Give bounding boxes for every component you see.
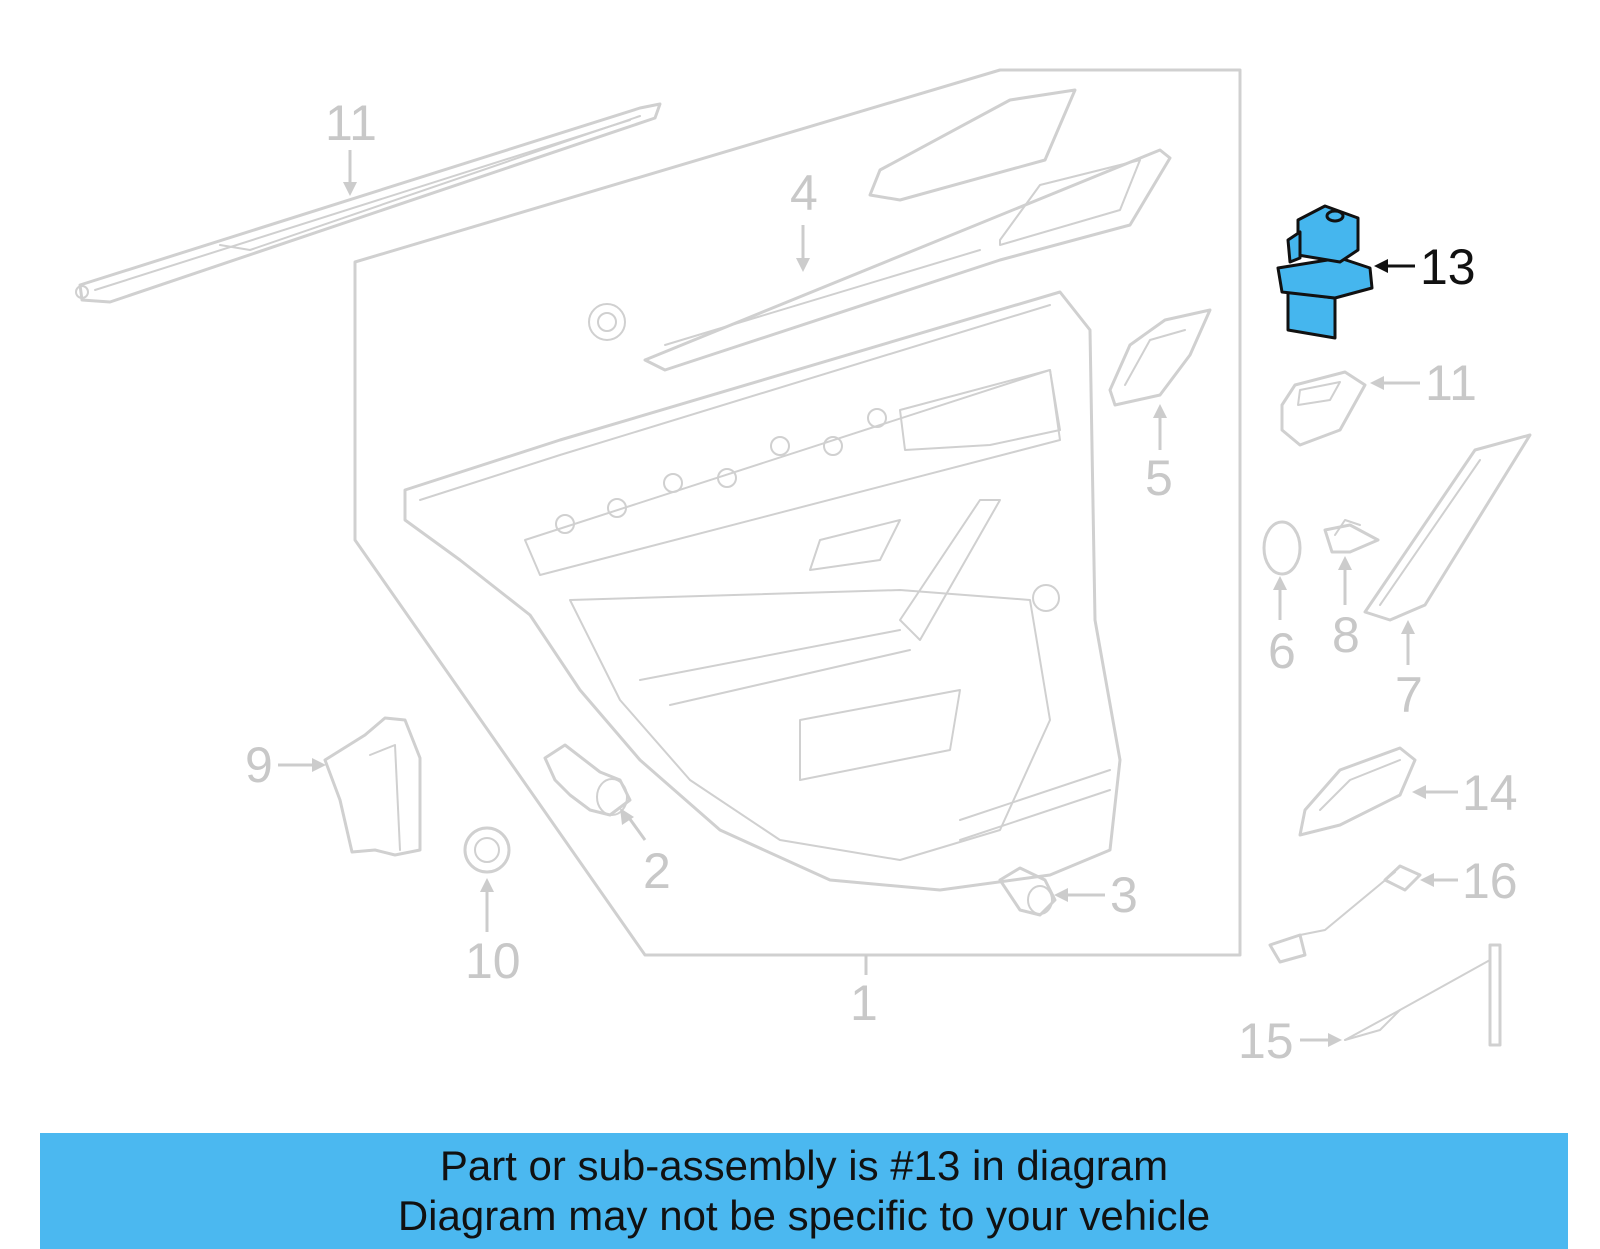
callout-4: 4: [790, 165, 818, 272]
part-13-window-switch[interactable]: [1276, 204, 1374, 340]
svg-text:2: 2: [643, 843, 671, 899]
part-11-switch-bezel[interactable]: [1280, 370, 1367, 447]
svg-text:16: 16: [1462, 853, 1518, 909]
callout-8: 8: [1332, 556, 1360, 663]
callout-7: 7: [1395, 620, 1423, 723]
callout-10: 10: [465, 878, 521, 989]
callout-13: 13: [1374, 239, 1476, 295]
callout-11: 11: [1370, 355, 1477, 411]
part-15-wiring-harness[interactable]: [1344, 943, 1502, 1047]
part-2-clip-fastener[interactable]: [543, 743, 632, 817]
svg-text:3: 3: [1110, 867, 1138, 923]
svg-text:11: 11: [1425, 355, 1477, 411]
part-14-courtesy-lamp[interactable]: [1298, 746, 1417, 837]
part-7-trim-strip[interactable]: [1363, 433, 1532, 622]
part-8-clip[interactable]: [1323, 519, 1380, 554]
part-9-bracket[interactable]: [323, 716, 422, 857]
svg-text:10: 10: [465, 933, 521, 989]
callout-2: 2: [620, 808, 671, 899]
svg-text:7: 7: [1395, 667, 1423, 723]
callout-15: 15: [1238, 1013, 1342, 1069]
callout-9: 9: [245, 737, 326, 793]
svg-text:5: 5: [1145, 450, 1173, 506]
callout-5: 5: [1145, 404, 1173, 506]
svg-text:15: 15: [1238, 1013, 1294, 1069]
svg-text:13: 13: [1420, 239, 1476, 295]
callout-1: 1: [850, 955, 878, 1031]
banner-line-part-number: Part or sub-assembly is #13 in diagram: [439, 1142, 1169, 1189]
part-5-speaker-cover[interactable]: [1108, 308, 1212, 407]
callout-14: 14: [1412, 765, 1518, 821]
part-10-grommet[interactable]: [463, 826, 511, 874]
svg-text:14: 14: [1462, 765, 1518, 821]
banner-line-disclaimer: Diagram may not be specific to your vehi…: [397, 1192, 1211, 1239]
part-6-grommet[interactable]: [1262, 520, 1302, 576]
svg-text:1: 1: [850, 975, 878, 1031]
svg-text:9: 9: [245, 737, 273, 793]
callout-6: 6: [1268, 576, 1296, 679]
svg-text:11: 11: [325, 95, 377, 151]
callout-12: 11: [325, 95, 377, 196]
part-12-window-seal[interactable]: [75, 102, 662, 304]
part-4-armrest[interactable]: [588, 88, 1172, 372]
callout-3: 3: [1054, 867, 1138, 923]
svg-text:8: 8: [1332, 607, 1360, 663]
info-banner: Part or sub-assembly is #13 in diagram D…: [40, 1133, 1568, 1249]
callout-16: 16: [1420, 853, 1518, 909]
part-3-push-clip[interactable]: [998, 866, 1057, 917]
part-16-wiring-connector[interactable]: [1268, 864, 1422, 964]
svg-text:6: 6: [1268, 623, 1296, 679]
part-1-door-panel[interactable]: [353, 68, 1242, 957]
svg-text:4: 4: [790, 165, 818, 221]
